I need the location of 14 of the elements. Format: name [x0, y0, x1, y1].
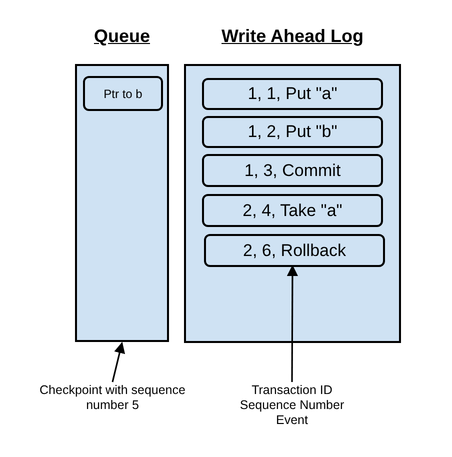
record-box: 2, 4, Take "a": [202, 194, 383, 227]
record-box: 2, 6, Rollback: [204, 234, 385, 267]
annotation-text: Checkpoint with sequence number 5: [38, 383, 186, 413]
arrow: [112, 342, 126, 382]
panel-heading: Queue: [92, 26, 151, 47]
annotation-text: Sequence Number: [238, 398, 346, 413]
annotation-text: Transaction ID: [250, 383, 334, 398]
arrow: [286, 264, 298, 382]
record-box: 1, 2, Put "b": [202, 116, 383, 148]
record-box: 1, 3, Commit: [202, 154, 383, 187]
annotation-text: Event: [275, 413, 309, 428]
record-box: 1, 1, Put "a": [202, 78, 383, 110]
record-box: Ptr to b: [83, 76, 163, 111]
panel-heading: Write Ahead Log: [220, 26, 364, 47]
